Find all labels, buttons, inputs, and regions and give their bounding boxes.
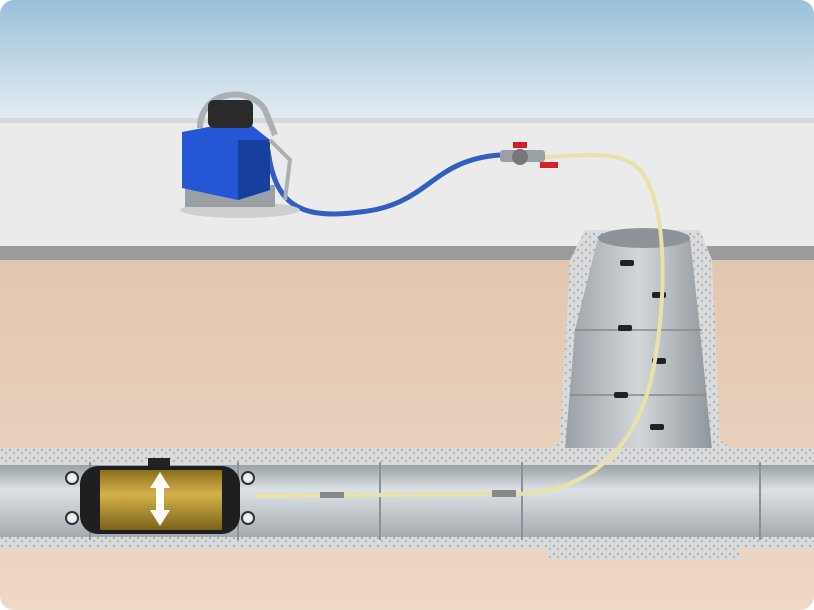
blue-hose bbox=[265, 149, 501, 217]
sky bbox=[0, 0, 814, 120]
control-valve bbox=[500, 142, 558, 168]
yellow-hose bbox=[254, 152, 665, 498]
ground-surface bbox=[0, 118, 814, 248]
manhole-cone bbox=[565, 238, 712, 450]
inflation-arrow-icon bbox=[150, 472, 170, 526]
pump-unit bbox=[180, 91, 300, 218]
